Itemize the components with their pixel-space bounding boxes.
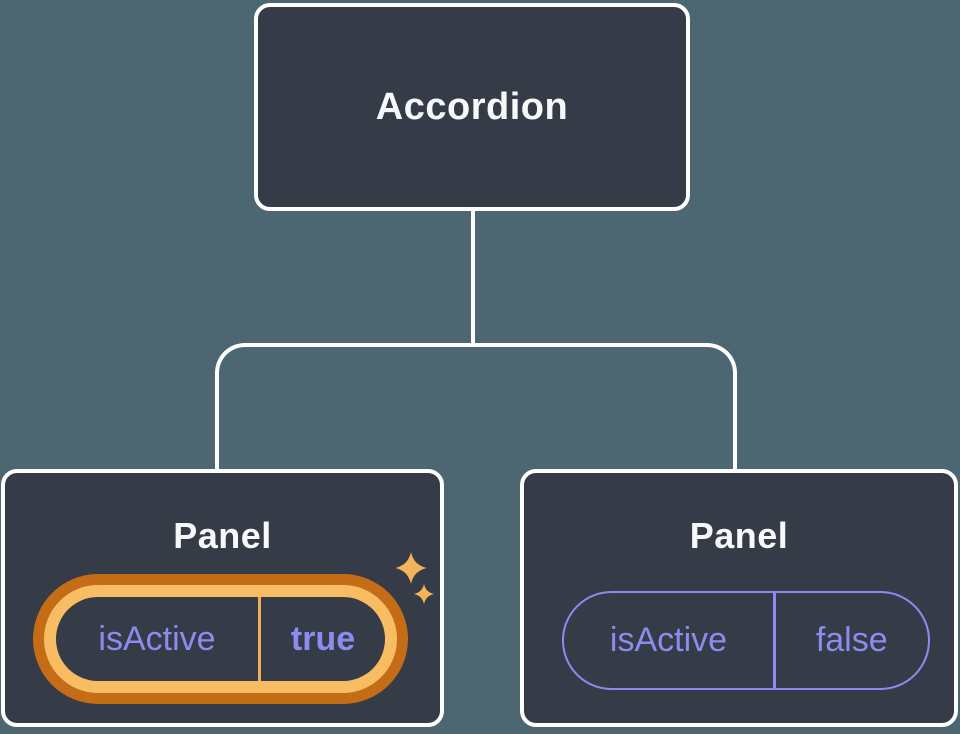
state-prop-value: false	[815, 621, 888, 659]
state-prop-name: isActive	[609, 621, 728, 659]
state-prop-value: true	[290, 619, 356, 658]
state-prop-name: isActive	[98, 619, 216, 658]
component-node-accordion: Accordion	[254, 3, 690, 211]
state-pill-active: isActive true	[56, 597, 385, 681]
state-pill-inactive: isActive false	[562, 591, 930, 690]
panel-node-label: Panel	[689, 515, 789, 556]
connector-branch	[215, 343, 737, 469]
panel-node-label: Panel	[173, 515, 272, 556]
connector-root-stem	[471, 209, 475, 347]
pill-divider	[258, 597, 261, 681]
state-highlight-ring: isActive true	[33, 574, 408, 704]
component-node-panel-active: Panel isActive true	[1, 469, 444, 727]
sparkle-icon-large	[395, 552, 427, 584]
accordion-node-label: Accordion	[375, 85, 569, 128]
pill-divider	[773, 593, 776, 688]
component-node-panel-inactive: Panel isActive false	[520, 469, 958, 727]
state-highlight-ring-inner: isActive true	[44, 585, 397, 693]
sparkle-icon-small	[414, 584, 434, 604]
